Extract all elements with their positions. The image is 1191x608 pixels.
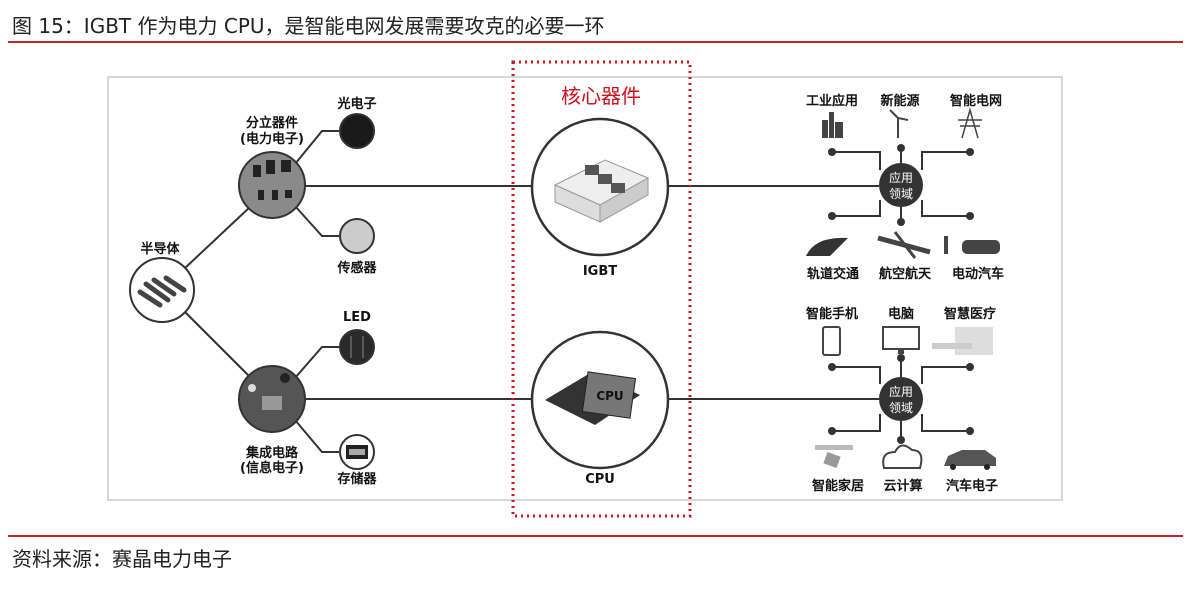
connector-lines (184, 130, 970, 453)
app-rail-transit: 轨道交通 (807, 266, 859, 282)
factory-icon (822, 112, 843, 138)
app-smart-healthcare: 智慧医疗 (944, 306, 996, 322)
memory-label: 存储器 (337, 471, 377, 487)
airplane-icon (877, 231, 931, 259)
train-icon (806, 237, 848, 256)
led-label: LED (343, 310, 371, 325)
app-computer: 电脑 (888, 306, 914, 322)
sensor-icon (339, 218, 375, 254)
core-device-box (511, 60, 692, 518)
app-electric-vehicle: 电动汽车 (952, 266, 1004, 282)
app-smart-grid: 智能电网 (950, 93, 1002, 109)
cpu-node: CPU (530, 330, 670, 470)
source-note: 资料来源：赛晶电力电子 (12, 547, 232, 571)
components-icon (253, 160, 292, 200)
sensor-label: 传感器 (336, 260, 377, 276)
semiconductor-node (129, 257, 195, 323)
cpu-chip-icon: CPU (545, 371, 640, 425)
medical-scanner-icon (932, 327, 993, 355)
igbt-application-hub: 应用 领域 (879, 163, 923, 207)
cpu-label: CPU (585, 472, 615, 487)
optoelectronics-label: 光电子 (336, 96, 376, 112)
hub-text: 应用 (889, 170, 913, 185)
hub-text: 领域 (889, 401, 913, 415)
ic-label: 集成电路 (245, 445, 299, 461)
app-automotive-electronics: 汽车电子 (946, 478, 998, 494)
discrete-node (238, 151, 306, 219)
igbt-node (530, 117, 670, 257)
optoelectronics-icon (339, 113, 375, 149)
ic-sublabel: (信息电子) (240, 460, 304, 476)
app-smart-home: 智能家居 (812, 478, 864, 494)
smartphone-icon (822, 326, 841, 356)
figure-title: 图 15：IGBT 作为电力 CPU，是智能电网发展需要攻克的必要一环 (12, 14, 605, 38)
app-industrial: 工业应用 (806, 93, 858, 109)
app-cloud-computing: 云计算 (883, 478, 922, 494)
hub-text: 领域 (889, 187, 913, 201)
discrete-sublabel: (电力电子) (240, 131, 304, 147)
app-new-energy: 新能源 (880, 93, 919, 109)
connector-dots (828, 144, 974, 444)
cpu-chip-text: CPU (596, 389, 623, 403)
top-rule (8, 41, 1183, 43)
led-icon (339, 329, 375, 365)
app-smartphone: 智能手机 (806, 306, 858, 322)
wind-turbine-icon (889, 109, 909, 138)
semiconductor-rods-icon (137, 275, 187, 308)
ic-node (238, 365, 306, 433)
power-tower-icon (958, 107, 982, 139)
cloud-icon (882, 444, 923, 469)
hub-text: 应用 (889, 384, 913, 399)
car-icon (944, 450, 996, 470)
smart-home-icon (815, 445, 853, 469)
ev-charging-icon (944, 236, 1000, 254)
app-aerospace: 航空航天 (879, 266, 932, 282)
monitor-icon (882, 326, 920, 354)
core-title: 核心器件 (561, 84, 641, 108)
circuit-board-icon (262, 396, 282, 410)
semiconductor-label: 半导体 (140, 241, 180, 257)
igbt-label: IGBT (583, 264, 617, 279)
igbt-module-icon (553, 159, 650, 223)
bottom-rule (8, 535, 1183, 537)
cpu-application-hub: 应用 领域 (879, 377, 923, 421)
memory-icon (339, 434, 375, 470)
discrete-label: 分立器件 (246, 115, 298, 131)
